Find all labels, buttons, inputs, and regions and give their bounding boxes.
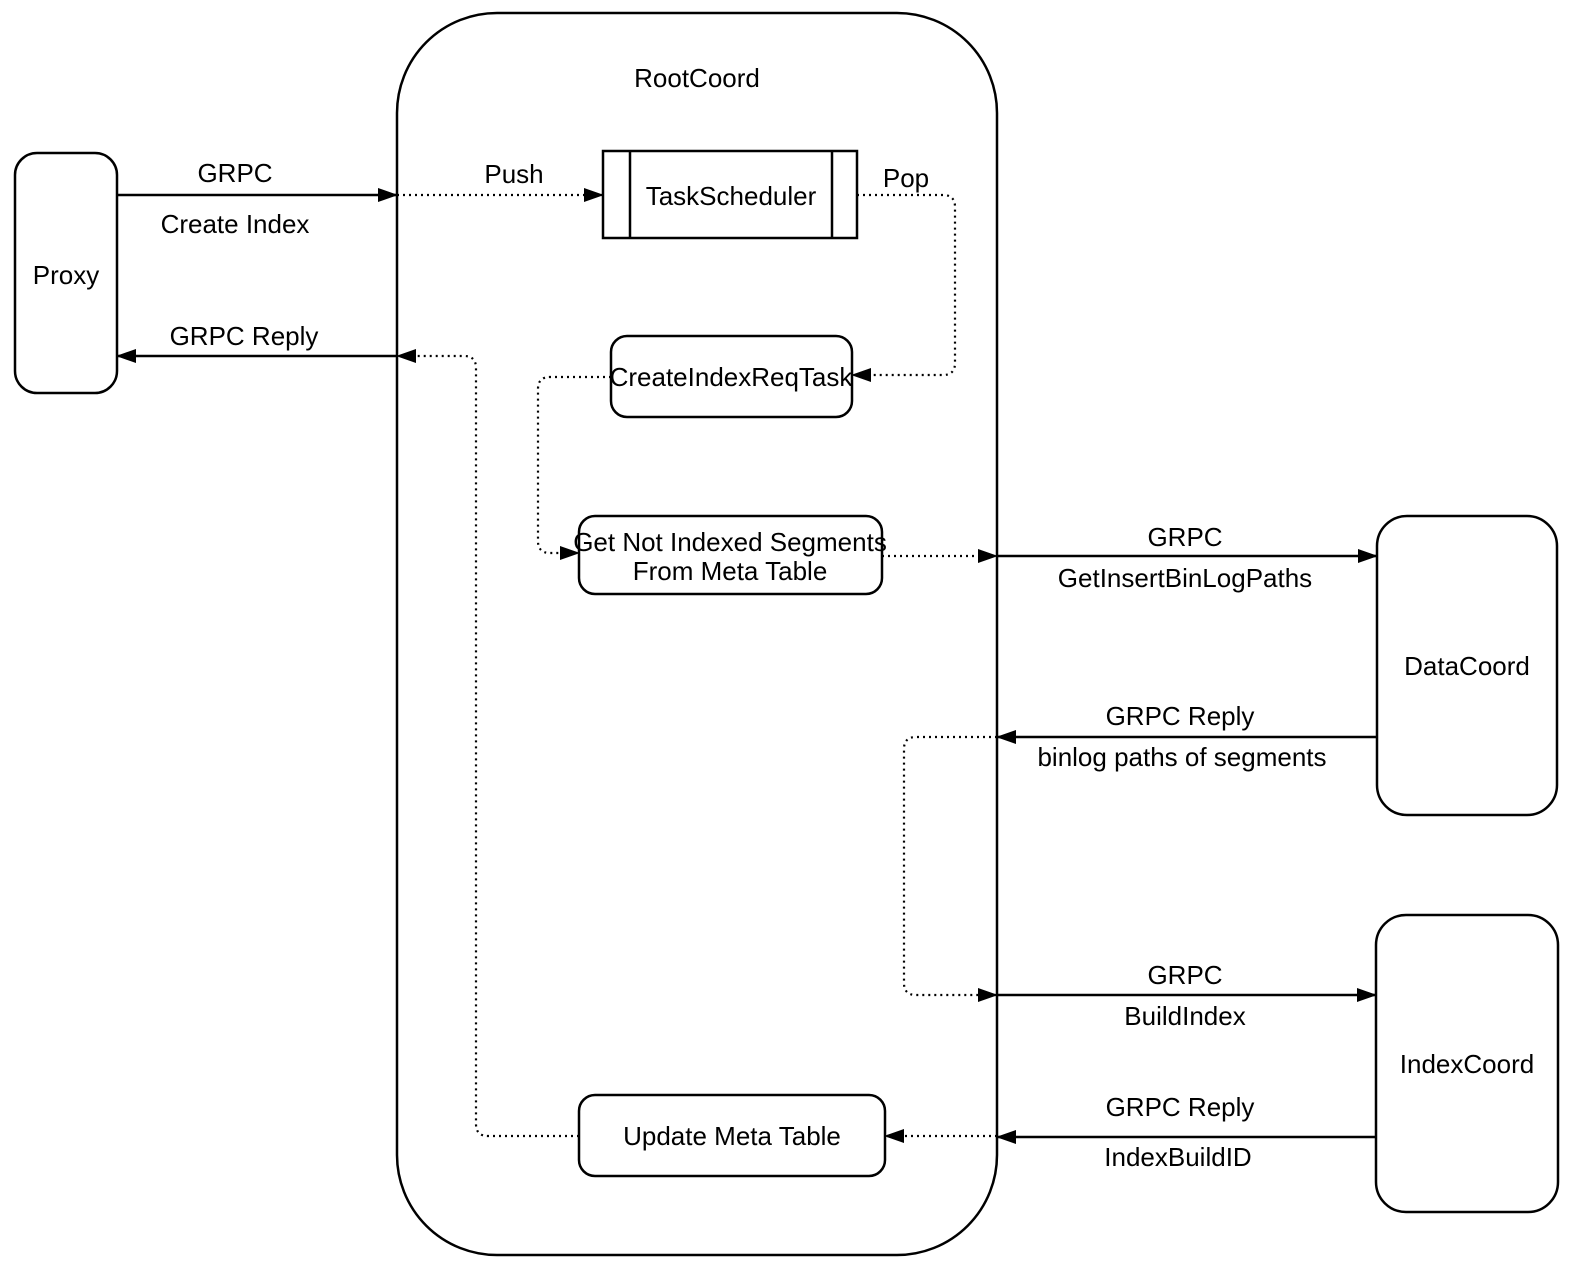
edge-grpc-reply-to-proxy: GRPC Reply: [116, 321, 397, 363]
get-not-indexed-segments-node: Get Not Indexed Segments From Meta Table: [573, 514, 887, 596]
update-meta-table-node: Update Meta Table: [577, 1093, 887, 1178]
rootcoord-label: RootCoord: [634, 63, 760, 93]
update-meta-table-label: Update Meta Table: [623, 1121, 841, 1151]
edge-grpc-get-insert-binlog-paths-label2: GetInsertBinLogPaths: [1058, 563, 1312, 593]
data-coord-box: [1375, 514, 1559, 817]
proxy-label: Proxy: [33, 260, 99, 290]
data-coord-label: DataCoord: [1404, 651, 1530, 681]
edge-pop-line: [851, 193, 957, 382]
edge-grpc-reply-index-build-id-label2: IndexBuildID: [1104, 1142, 1251, 1172]
index-coord-label: IndexCoord: [1400, 1049, 1534, 1079]
edge-task-to-get-segments: [536, 375, 611, 560]
task-scheduler-node: TaskScheduler: [601, 149, 859, 240]
edge-grpc-reply-index-build-id-label1: GRPC Reply: [1106, 1092, 1255, 1122]
edge-grpc-build-index-label1: GRPC: [1147, 960, 1222, 990]
proxy-node: Proxy: [13, 151, 119, 395]
data-coord-node: DataCoord: [1375, 514, 1559, 817]
task-scheduler-label: TaskScheduler: [646, 181, 817, 211]
create-index-req-task-node: CreateIndexReqTask: [610, 334, 854, 419]
create-index-req-task-label: CreateIndexReqTask: [610, 362, 854, 392]
edge-push-label: Push: [484, 159, 543, 189]
edge-grpc-build-index-label2: BuildIndex: [1124, 1001, 1245, 1031]
get-not-indexed-segments-label-line1: Get Not Indexed Segments: [573, 527, 887, 557]
edge-grpc-reply-binlog-paths-label2: binlog paths of segments: [1037, 742, 1326, 772]
edge-pop: Pop: [851, 163, 957, 382]
edge-pop-label: Pop: [883, 163, 929, 193]
edge-grpc-create-index-label1: GRPC: [197, 158, 272, 188]
edge-grpc-reply-binlog-paths: GRPC Reply binlog paths of segments: [996, 701, 1377, 772]
edge-inner-reply-to-buildindex: [902, 735, 998, 1002]
edge-grpc-reply-index-build-id: GRPC Reply IndexBuildID: [996, 1092, 1376, 1172]
edge-grpc-build-index: GRPC BuildIndex: [997, 960, 1377, 1031]
edge-grpc-reply-binlog-paths-label1: GRPC Reply: [1106, 701, 1255, 731]
edge-task-to-get-segments-line: [536, 375, 611, 560]
edge-grpc-reply-to-proxy-label: GRPC Reply: [170, 321, 319, 351]
edge-grpc-get-insert-binlog-paths: GRPC GetInsertBinLogPaths: [997, 522, 1378, 593]
edge-grpc-create-index-label2: Create Index: [161, 209, 310, 239]
index-coord-node: IndexCoord: [1374, 913, 1560, 1214]
edge-push: Push: [397, 159, 604, 202]
rootcoord-box: [395, 11, 999, 1257]
edge-inner-reply-to-buildindex-line: [902, 735, 998, 1002]
index-coord-box: [1374, 913, 1560, 1214]
edge-grpc-create-index: GRPC Create Index: [117, 158, 398, 239]
proxy-box: [13, 151, 119, 395]
rootcoord-container: RootCoord: [395, 11, 999, 1257]
edge-grpc-get-insert-binlog-paths-label1: GRPC: [1147, 522, 1222, 552]
get-not-indexed-segments-label-line2: From Meta Table: [633, 556, 828, 586]
